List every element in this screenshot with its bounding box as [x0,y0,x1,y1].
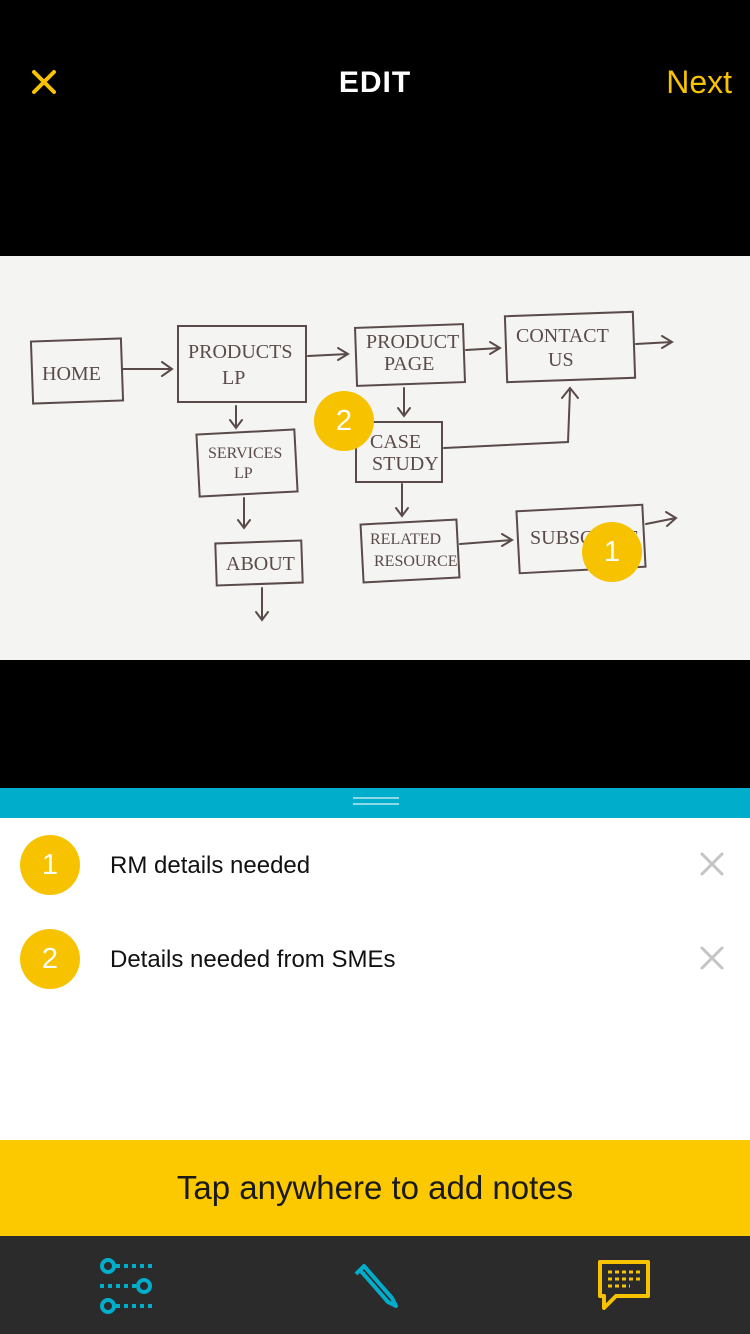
top-bar: EDIT Next [0,0,750,170]
connector-tool-icon [100,1258,152,1314]
svg-text:RESOURCE: RESOURCE [374,553,458,570]
list-item[interactable]: 2 Details needed from SMEs [0,912,750,1006]
note-text: RM details needed [110,852,311,879]
svg-text:SERVICES: SERVICES [208,445,282,462]
grip-lines-icon [353,797,399,809]
svg-text:US: US [548,349,574,371]
close-icon [32,70,56,94]
close-button[interactable] [22,60,66,104]
svg-text:PRODUCT: PRODUCT [366,331,459,353]
bottom-toolbar [0,1236,750,1334]
note-pin-2[interactable]: 2 [314,391,374,451]
svg-text:CONTACT: CONTACT [516,325,609,347]
comment-icon [598,1260,650,1310]
close-icon [700,852,724,876]
svg-text:LP: LP [222,367,245,389]
page-title: EDIT [338,66,412,99]
delete-note-button[interactable] [698,944,726,972]
pencil-icon [354,1264,398,1308]
sitemap-sketch-image: HOME PRODUCTS LP PRODUCT PAGE CONTACT US… [29,310,678,622]
pencil-tool-button[interactable] [346,1258,406,1314]
notes-list: 1 RM details needed 2 Details needed fro… [0,818,750,1140]
next-button[interactable]: Next [666,64,732,100]
delete-note-button[interactable] [698,850,726,878]
close-icon [700,946,724,970]
note-pin-1[interactable]: 1 [582,522,642,582]
svg-text:HOME: HOME [42,363,101,385]
svg-text:STUDY: STUDY [372,453,439,475]
note-number-badge: 2 [20,929,80,989]
drag-handle-bar[interactable] [0,788,750,818]
svg-text:PRODUCTS: PRODUCTS [188,341,292,363]
svg-text:PAGE: PAGE [384,353,434,375]
note-text: Details needed from SMEs [110,946,396,973]
svg-text:RELATED: RELATED [370,531,441,548]
list-item[interactable]: 1 RM details needed [0,818,750,912]
add-notes-banner[interactable]: Tap anywhere to add notes [0,1140,750,1236]
svg-text:LP: LP [234,465,253,482]
svg-text:ABOUT: ABOUT [226,553,295,575]
notes-tool-button[interactable] [594,1258,654,1314]
svg-text:CASE: CASE [370,431,421,453]
sketch-photo[interactable]: HOME PRODUCTS LP PRODUCT PAGE CONTACT US… [0,256,750,660]
connector-tool-button[interactable] [96,1258,156,1314]
note-number-badge: 1 [20,835,80,895]
